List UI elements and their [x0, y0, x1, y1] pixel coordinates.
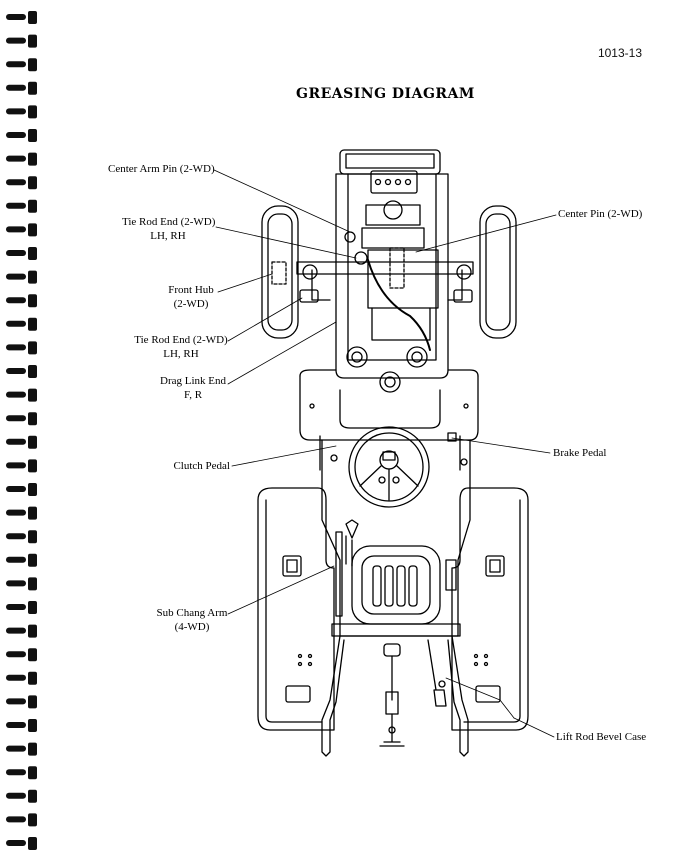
label-tie-rod-end-bottom-line1: Tie Rod End (2-WD) — [134, 334, 228, 346]
binding-ring — [6, 11, 37, 24]
binding-ring — [6, 317, 37, 331]
label-front-hub: Front Hub (2-WD) — [166, 283, 216, 311]
binding-ring — [6, 105, 37, 119]
binding-ring — [6, 695, 37, 709]
label-front-hub-line1: Front Hub — [168, 284, 214, 296]
label-sub-chang-arm-line2: (4-WD) — [174, 621, 210, 633]
binding-ring — [6, 294, 37, 308]
label-center-arm-pin: Center Arm Pin (2-WD) — [108, 162, 215, 176]
binding-ring — [6, 223, 37, 237]
leader-lines — [213, 169, 557, 738]
label-brake-pedal: Brake Pedal — [553, 446, 606, 460]
label-tie-rod-end-bottom: Tie Rod End (2-WD) LH, RH — [134, 333, 228, 361]
label-center-pin: Center Pin (2-WD) — [558, 207, 642, 221]
binding-ring — [6, 577, 37, 591]
dash-area — [299, 369, 479, 471]
binding-ring — [6, 58, 37, 72]
label-clutch-pedal-text: Clutch Pedal — [173, 460, 230, 472]
binding-ring — [6, 766, 37, 780]
binding-ring — [6, 813, 37, 827]
binding-ring — [6, 270, 37, 284]
binding-ring — [6, 719, 37, 732]
label-tie-rod-end-bottom-line2: LH, RH — [163, 348, 199, 360]
binding-ring — [6, 247, 37, 260]
binding-ring — [6, 671, 37, 685]
levers — [335, 519, 359, 617]
front-axle-assembly — [296, 231, 474, 351]
binding-ring — [6, 435, 37, 449]
binding-ring — [6, 176, 37, 190]
binding-ring — [6, 129, 37, 142]
binding-ring — [6, 837, 37, 850]
three-point-hitch — [321, 623, 469, 757]
label-tie-rod-end-top: Tie Rod End (2-WD) LH, RH — [122, 215, 216, 243]
label-tie-rod-end-top-line2: LH, RH — [150, 230, 186, 242]
binding-ring — [6, 789, 37, 803]
binding-ring — [6, 388, 37, 402]
label-lift-rod-bevel-case-text: Lift Rod Bevel Case — [556, 731, 647, 743]
binding-ring — [6, 341, 37, 355]
label-drag-link-end: Drag Link End F, R — [158, 374, 228, 402]
binding-ring — [6, 530, 37, 544]
diagram-title: GREASING DIAGRAM — [296, 86, 475, 102]
binding-ring — [6, 81, 37, 95]
seat — [351, 545, 457, 625]
binding-ring — [6, 553, 37, 567]
spiral-binding — [6, 11, 37, 850]
hood — [335, 149, 449, 379]
binding-ring — [6, 483, 37, 496]
label-tie-rod-end-top-line1: Tie Rod End (2-WD) — [122, 216, 216, 228]
label-drag-link-end-line2: F, R — [183, 389, 203, 401]
binding-ring — [6, 742, 37, 756]
label-drag-link-end-line1: Drag Link End — [160, 375, 226, 387]
label-brake-pedal-text: Brake Pedal — [553, 447, 607, 459]
label-center-arm-pin-text: Center Arm Pin (2-WD) — [108, 163, 215, 175]
binding-ring — [6, 459, 37, 473]
page-number: 1013-13 — [597, 46, 642, 60]
front-wheel-right — [479, 205, 517, 339]
front-wheel-left — [261, 205, 299, 339]
binding-ring — [6, 624, 37, 638]
binding-ring — [6, 199, 37, 213]
label-clutch-pedal: Clutch Pedal — [160, 459, 230, 473]
binding-ring — [6, 412, 37, 426]
label-sub-chang-arm: Sub Chang Arm (4-WD) — [156, 606, 228, 634]
label-center-pin-text: Center Pin (2-WD) — [558, 208, 643, 220]
label-lift-rod-bevel-case: Lift Rod Bevel Case — [556, 730, 646, 744]
label-sub-chang-arm-line1: Sub Chang Arm — [156, 607, 228, 619]
steering-wheel — [348, 426, 430, 508]
binding-ring — [6, 365, 37, 378]
binding-ring — [6, 506, 37, 520]
binding-ring — [6, 34, 37, 48]
binding-ring — [6, 601, 37, 614]
binding-ring — [6, 648, 37, 662]
label-front-hub-line2: (2-WD) — [173, 298, 209, 310]
binding-ring — [6, 152, 37, 166]
